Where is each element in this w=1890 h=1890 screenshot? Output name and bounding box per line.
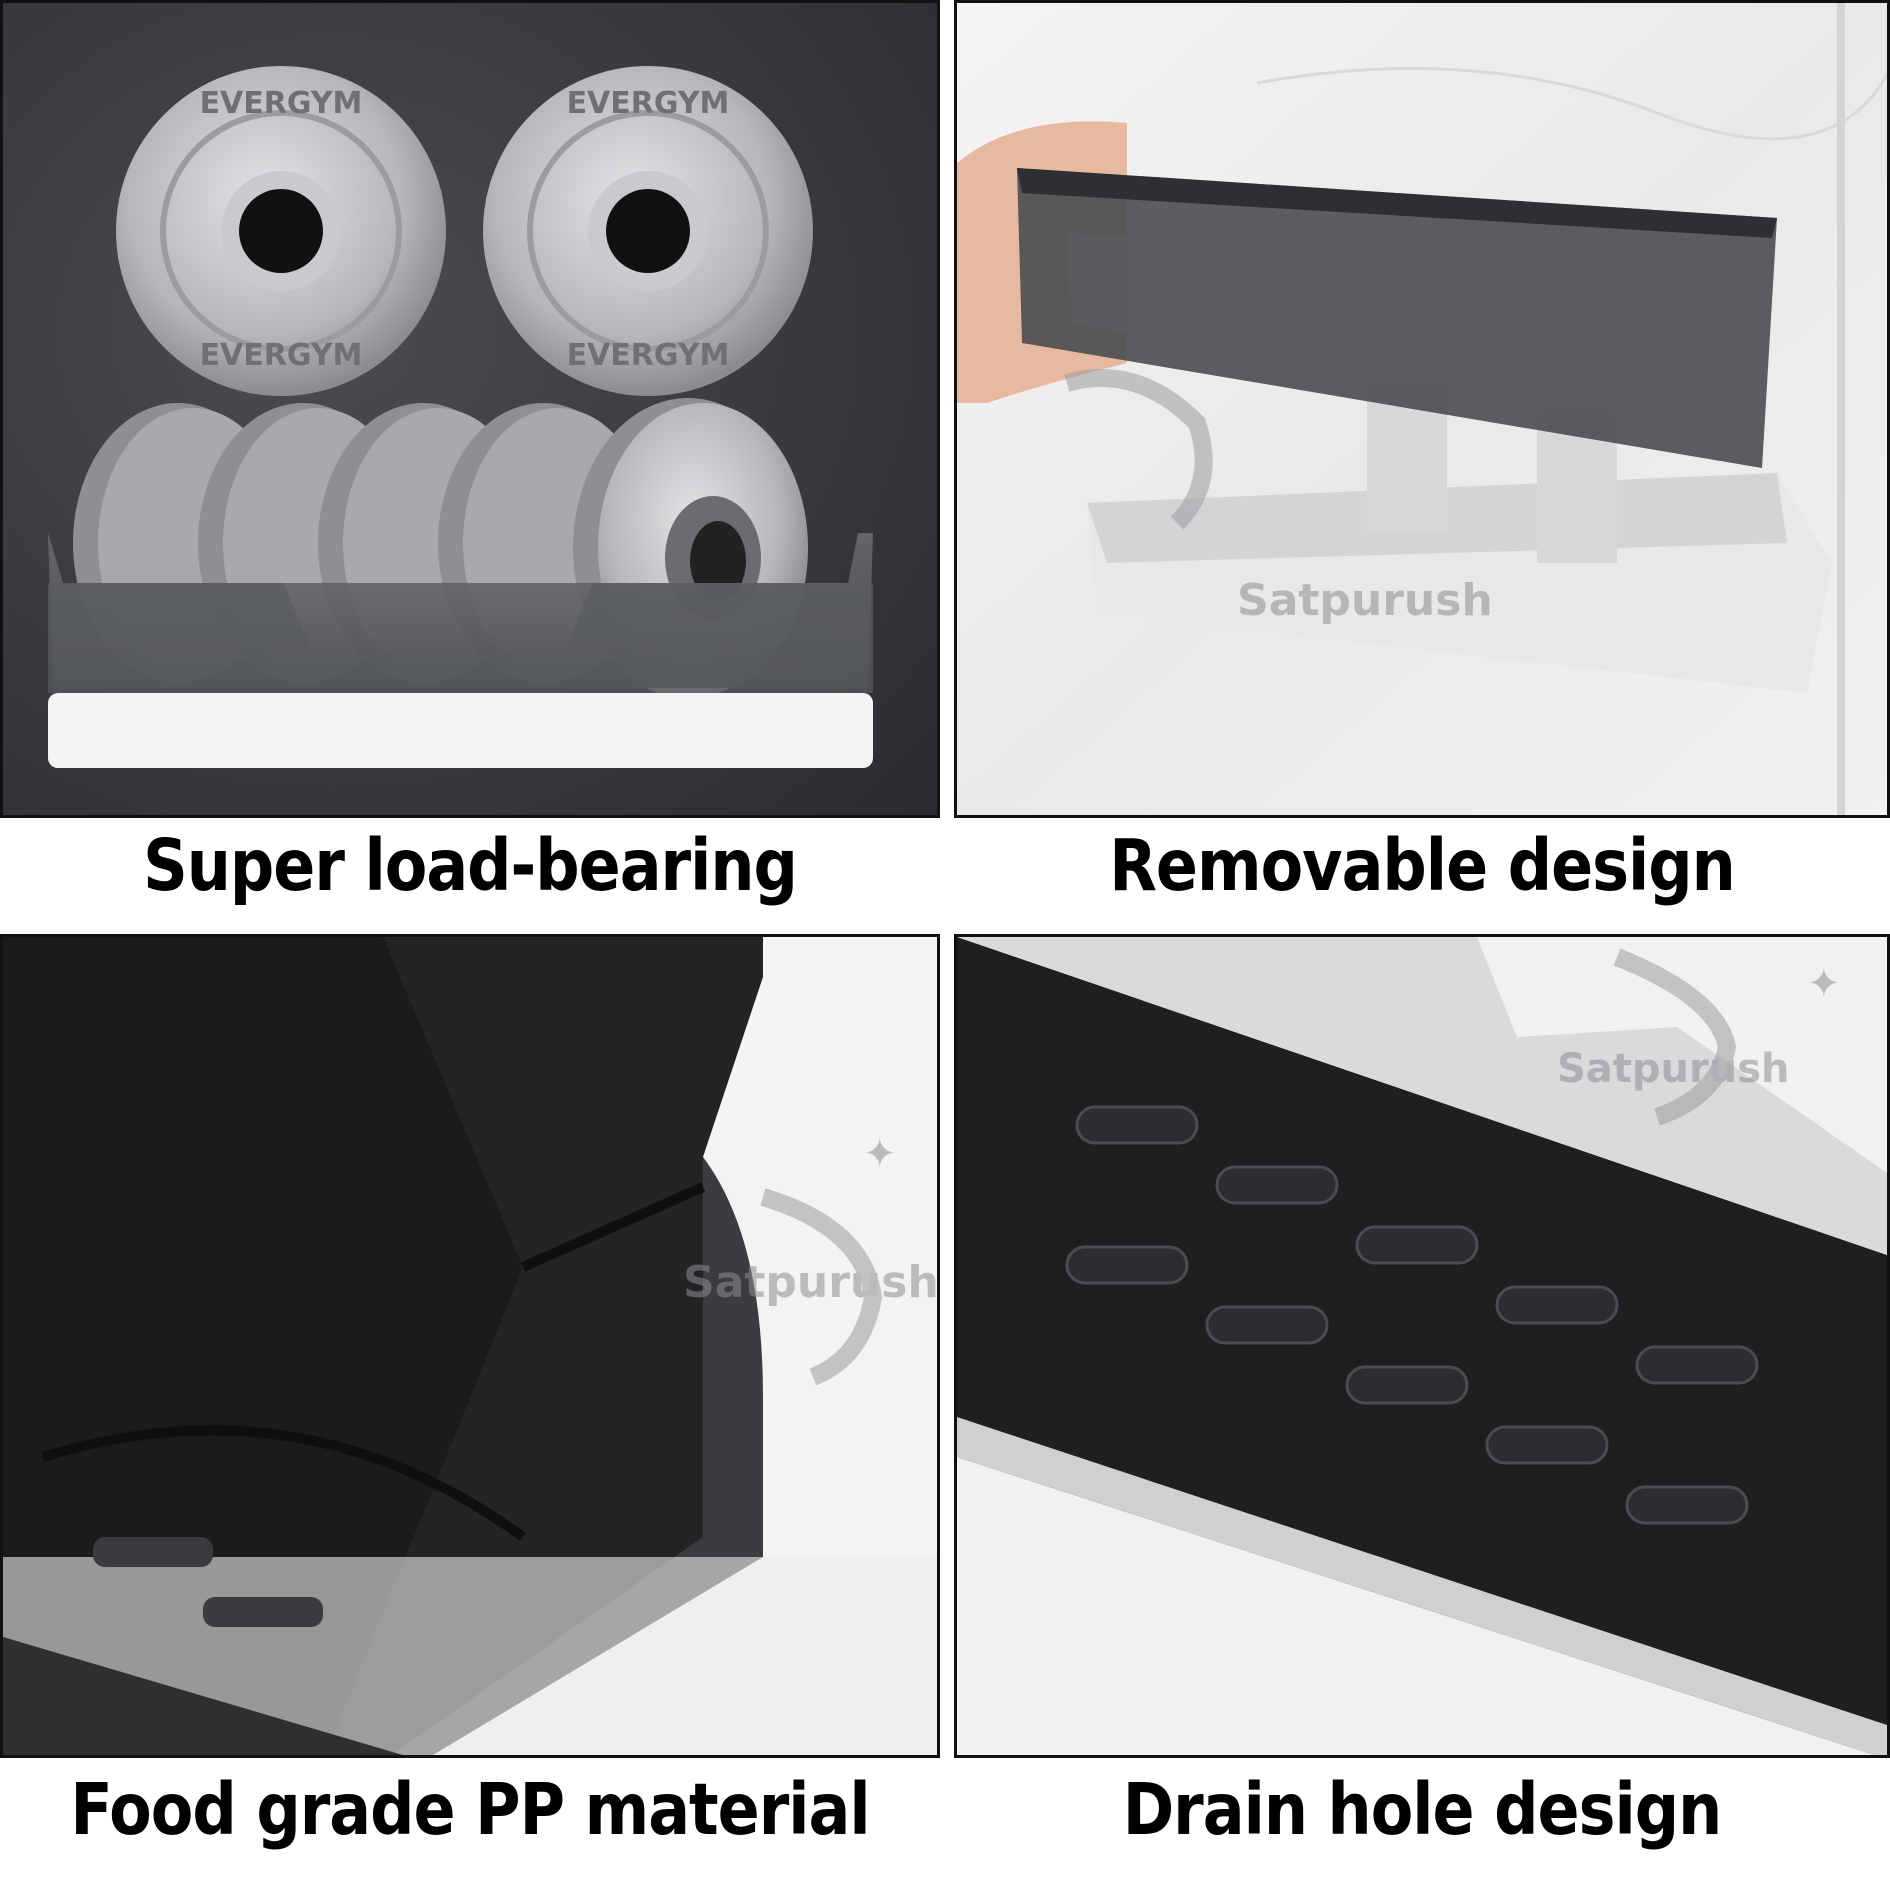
caption-food-grade: Food grade PP material xyxy=(70,1767,870,1852)
panel-drain-hole: ✦ Satpurush xyxy=(954,934,1890,1758)
watermark: ✦ Satpurush xyxy=(683,1131,939,1386)
watermark: Satpurush xyxy=(1064,369,1493,626)
removable-illustration: Satpurush xyxy=(957,3,1887,815)
drain-hole-illustration: ✦ Satpurush xyxy=(957,937,1887,1755)
watermark: ✦ Satpurush xyxy=(1557,948,1841,1126)
weight-plate-icon: EVERGYM EVERGYM xyxy=(483,66,813,396)
panel-load-bearing: EVERGYM EVERGYM EVERGYM EVERGYM xyxy=(0,0,940,818)
base-tray xyxy=(1087,383,1832,693)
svg-text:✦: ✦ xyxy=(863,1131,897,1177)
food-grade-illustration: ✦ Satpurush xyxy=(3,937,939,1755)
caption-load-bearing: Super load-bearing xyxy=(143,823,798,908)
svg-text:✦: ✦ xyxy=(1807,961,1841,1007)
watermark-text: Satpurush xyxy=(683,1257,939,1308)
panel-removable: Satpurush xyxy=(954,0,1890,818)
watermark-text: Satpurush xyxy=(1557,1046,1790,1092)
smoke-tray xyxy=(1017,168,1777,468)
drain-slots xyxy=(1065,1105,1759,1525)
plate-label: EVERGYM xyxy=(567,86,730,121)
plate-label: EVERGYM xyxy=(200,338,363,373)
weight-plate-icon: EVERGYM EVERGYM xyxy=(116,66,446,396)
shelf-tray xyxy=(48,533,873,768)
plate-label: EVERGYM xyxy=(567,338,730,373)
watermark-text: Satpurush xyxy=(1237,575,1493,626)
caption-drain-hole: Drain hole design xyxy=(1122,1767,1723,1852)
panel-food-grade: ✦ Satpurush xyxy=(0,934,940,1758)
caption-removable: Removable design xyxy=(1109,823,1736,908)
load-bearing-illustration: EVERGYM EVERGYM EVERGYM EVERGYM xyxy=(3,3,937,815)
plate-label: EVERGYM xyxy=(200,86,363,121)
